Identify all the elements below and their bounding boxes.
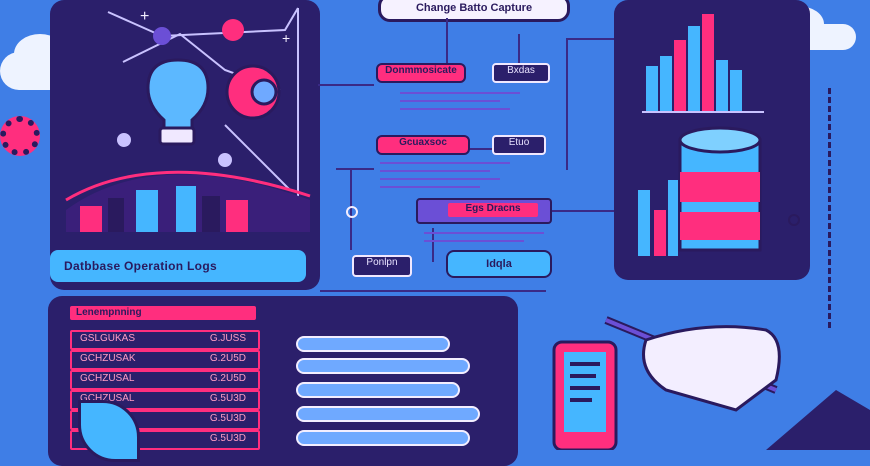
flow-node-7[interactable]: Idqla: [446, 250, 552, 278]
flow-line: [566, 38, 568, 170]
flow-line: [518, 34, 520, 64]
flow-line: [380, 162, 510, 164]
flow-line: [400, 92, 520, 94]
table-cell: G.2U5D: [209, 353, 246, 364]
flow-node-3[interactable]: Gcuaxsoc: [376, 135, 470, 155]
flow-line: [550, 210, 630, 212]
list-bar[interactable]: [296, 406, 480, 422]
plus-icon: +: [140, 8, 150, 25]
flow-node-5[interactable]: Egs Dracns: [416, 198, 552, 224]
flow-line: [336, 168, 374, 170]
flow-line: [320, 290, 546, 292]
table-cell: G.5U3D: [209, 413, 246, 424]
flow-line: [380, 186, 480, 188]
flow-node-1[interactable]: Donmmosicate: [376, 63, 466, 83]
flow-line: [468, 148, 492, 150]
table-cell: GCHZUSAL: [80, 393, 135, 404]
table-cell: G.5U3D: [209, 393, 246, 404]
table-row: GCHZUSAL G.5U3D: [70, 390, 260, 410]
table-cell: G.JUSS: [209, 333, 246, 344]
flow-line: [380, 170, 490, 172]
table-cell: G.2U5D: [209, 373, 246, 384]
flow-line: [566, 38, 616, 40]
table-cell: GSLGUKAS: [80, 333, 136, 344]
list-bar[interactable]: [296, 336, 450, 352]
idea-illustration: [65, 7, 311, 232]
flow-line: [400, 108, 510, 110]
flow-line: [446, 18, 448, 73]
list-bar[interactable]: [296, 358, 470, 374]
hand-phone-illustration: [552, 316, 870, 450]
flow-node-2[interactable]: Bxdas: [492, 63, 550, 83]
database-illustration: [638, 14, 764, 256]
flow-line: [432, 228, 434, 262]
dot-icon: [346, 206, 358, 218]
table-cell: GCHZUSAL: [80, 373, 135, 384]
banner-title: Datbbase Operation Logs: [64, 259, 217, 273]
dot-icon: [788, 214, 800, 226]
flow-line: [318, 84, 374, 86]
flow-line: [424, 240, 524, 242]
table-row: GSLGUKAS G.JUSS: [70, 330, 260, 350]
gear-icon: [0, 116, 40, 156]
table-row: GCHZUSAK G.2U5D: [70, 350, 260, 370]
flow-node-6[interactable]: Ponlpn: [352, 255, 412, 277]
flow-node-5-label: Egs Dracns: [448, 203, 538, 217]
list-bar[interactable]: [296, 430, 470, 446]
table-cell: GCHZUSAK: [80, 353, 136, 364]
page-title: Change Batto Capture: [415, 2, 533, 14]
table-row: G.5U3D: [70, 430, 260, 450]
plus-icon: +: [282, 30, 291, 46]
banner: Datbbase Operation Logs: [50, 250, 306, 282]
flow-line: [380, 178, 500, 180]
dashed-rail: [828, 88, 831, 328]
table-header: Lenempnning: [70, 306, 256, 320]
table-cell: G.5U3D: [209, 433, 246, 444]
flow-node-4[interactable]: Etuo: [492, 135, 546, 155]
table-row: G.5U3D: [70, 410, 260, 430]
table-header-label: Lenempnning: [76, 307, 142, 318]
table-row: GCHZUSAL G.2U5D: [70, 370, 260, 390]
title-badge: Change Batto Capture: [378, 0, 570, 22]
flow-line: [424, 232, 544, 234]
flow-line: [400, 100, 500, 102]
list-bar[interactable]: [296, 382, 460, 398]
